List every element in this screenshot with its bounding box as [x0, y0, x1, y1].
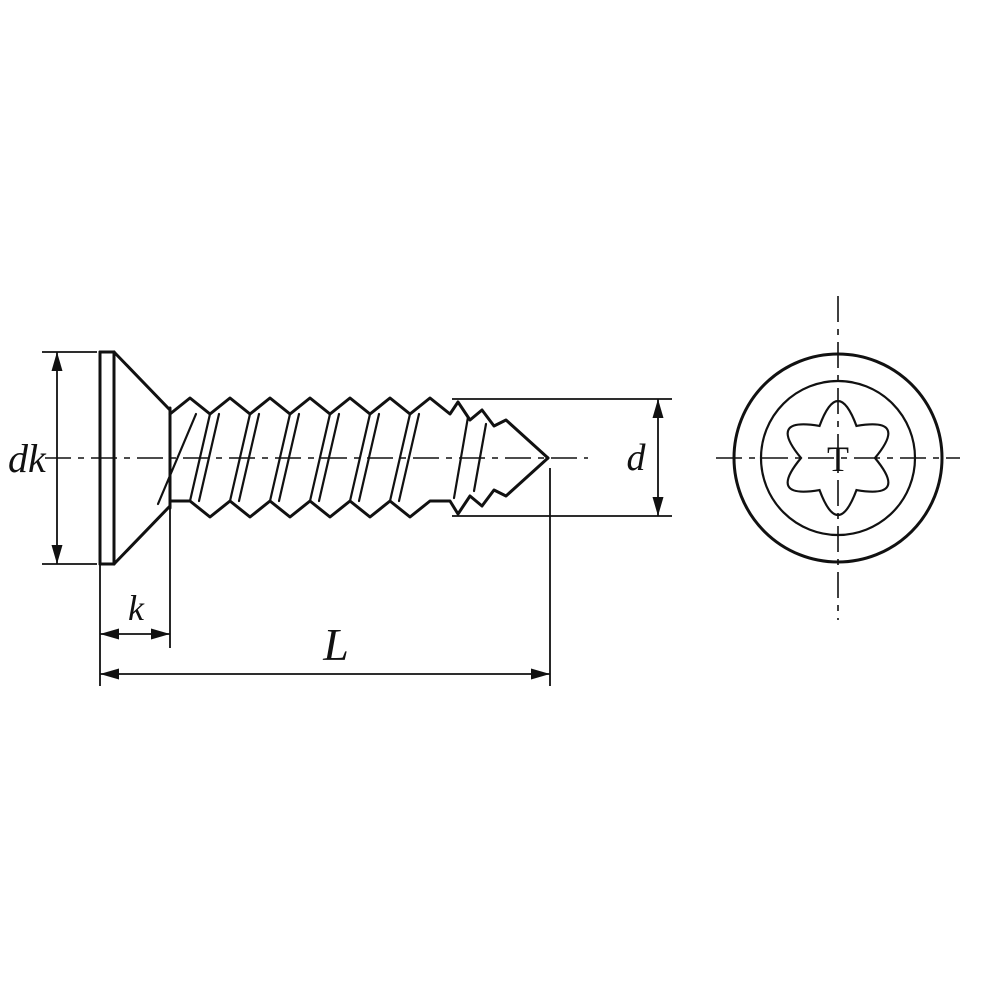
- dimension-d: d: [452, 398, 672, 517]
- arrowhead-down: [652, 497, 664, 516]
- arrowhead-right: [151, 628, 170, 640]
- thread-flank-line: [237, 412, 261, 503]
- screw-side-view: [45, 350, 588, 566]
- head-cone-bottom-edge: [112, 504, 172, 566]
- thread-flank-line: [197, 412, 221, 503]
- thread-flank-line: [388, 412, 412, 503]
- arrowhead-right: [531, 668, 550, 680]
- label-d: d: [627, 437, 647, 479]
- thread-flank-line: [156, 412, 198, 506]
- arrowhead-down: [51, 545, 63, 564]
- arrowhead-left: [100, 628, 119, 640]
- label-L: L: [322, 619, 349, 670]
- thread-flank-line: [277, 412, 301, 503]
- screw-head: [98, 350, 172, 566]
- thread-flank-line: [268, 412, 292, 503]
- torx-end-view: T: [716, 296, 960, 620]
- label-dk: dk: [8, 436, 47, 481]
- recess-boundary-circle: [759, 379, 917, 537]
- dimension-dk: dk: [8, 351, 97, 565]
- label-k: k: [128, 588, 145, 628]
- thread-top-profile: [168, 396, 550, 460]
- arrowhead-left: [100, 668, 119, 680]
- label-torx: T: [827, 439, 849, 479]
- thread-flank-line: [188, 412, 212, 503]
- thread-flank-line: [357, 412, 381, 503]
- head-cone-top-edge: [112, 350, 172, 412]
- thread-bottom-profile: [168, 456, 550, 519]
- thread-flank-line-tip: [452, 415, 470, 500]
- thread-flank-line: [308, 412, 332, 503]
- dimension-L: L: [100, 468, 551, 686]
- arrowhead-up: [652, 399, 664, 418]
- arrowhead-up: [51, 352, 63, 371]
- thread-flank-line: [228, 412, 252, 503]
- thread-flank-line: [348, 412, 372, 503]
- thread-flank-line-tip: [472, 422, 488, 493]
- thread-flank-line: [397, 412, 421, 503]
- torx-recess-star: [786, 399, 890, 517]
- dimension-k: k: [99, 508, 171, 686]
- thread-flank-line: [317, 412, 341, 503]
- thread-flank-lines: [156, 412, 488, 506]
- head-outer-circle: [732, 352, 944, 564]
